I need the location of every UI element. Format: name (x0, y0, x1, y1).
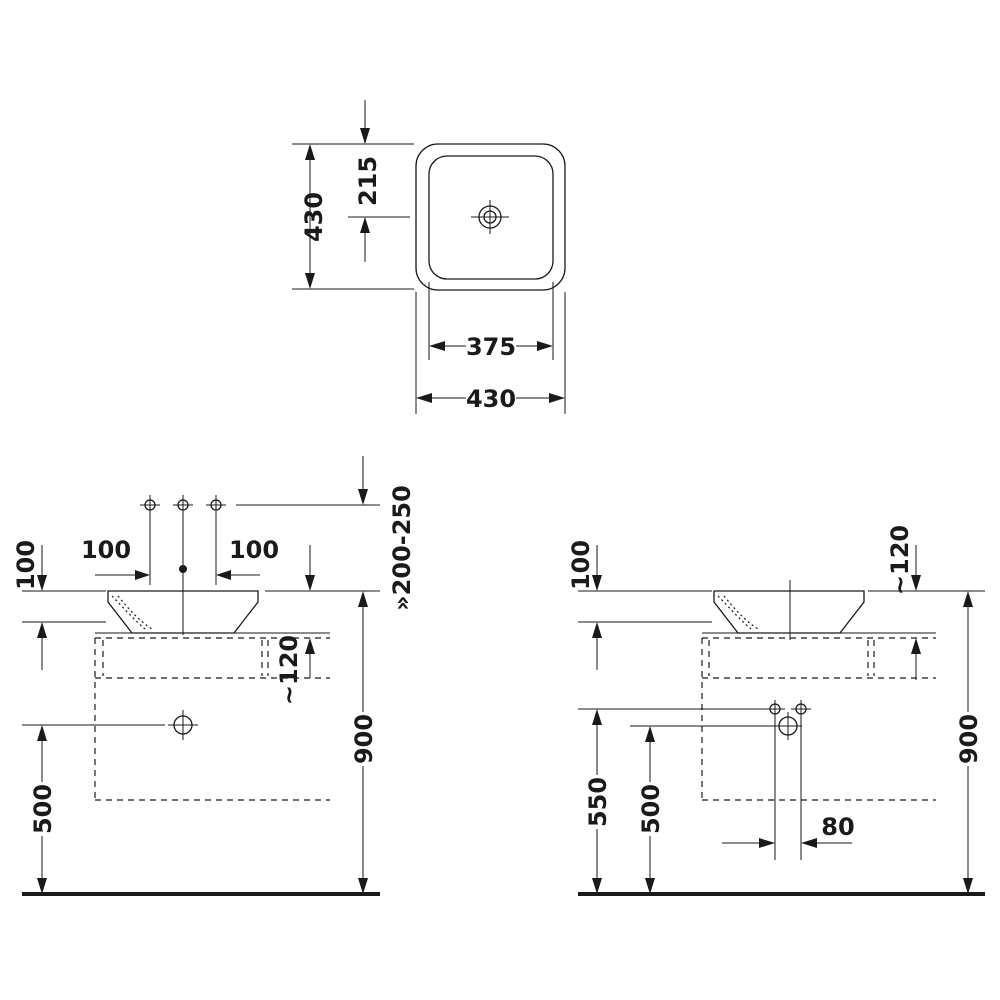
dim-drain-215: 215 (354, 100, 382, 262)
dim-label-outer-width: 430 (466, 385, 516, 413)
dim-rim-offset-left: 100 (12, 540, 47, 670)
dim-label-cabinet-left: ~120 (275, 635, 303, 705)
dim-total-height-right: 900 (955, 591, 983, 894)
dim-label-tap-height: »200-250 (388, 485, 416, 611)
dim-tap-height: »200-250 (236, 456, 416, 611)
cabinet-outline-left (94, 637, 330, 801)
dim-label-height: 430 (300, 192, 328, 242)
dim-label-rim-left: 100 (12, 540, 40, 590)
supply-symbol-right (791, 700, 811, 860)
dim-label-drain: 215 (354, 156, 382, 206)
waste-symbol-right (774, 712, 802, 740)
tap-symbol-left (140, 495, 160, 585)
tap-symbol-center (173, 495, 193, 635)
dim-waste-height-right: 500 (636, 726, 665, 894)
dim-tap-spacing-right: 100 (216, 536, 279, 580)
dim-cabinet-left: ~120 (275, 545, 315, 705)
dim-label-tap-left: 100 (81, 536, 131, 564)
dim-label-total-left: 900 (350, 714, 378, 764)
dim-width-375: 375 (429, 333, 553, 361)
dim-label-supply-spacing: 80 (821, 813, 854, 841)
front-view-right: 100 550 500 80 (567, 525, 985, 896)
basin-inner-edge (428, 155, 554, 280)
dim-waste-height-left: 500 (28, 725, 57, 894)
waste-symbol-left (168, 710, 198, 740)
front-view-left: 100 100 100 500 (12, 456, 416, 896)
cabinet-outline-right (701, 637, 936, 801)
dim-width-430: 430 (416, 385, 565, 413)
dim-height-430: 430 (300, 144, 328, 289)
dim-label-waste-right: 500 (637, 784, 665, 834)
dim-rim-offset-right: 100 (567, 540, 602, 670)
dim-supply-height: 550 (583, 709, 612, 894)
dim-label-inner-width: 375 (466, 333, 516, 361)
dim-total-height-left: 900 (350, 591, 378, 894)
basin-section-right (713, 580, 865, 640)
dim-cabinet-right: ~120 (886, 525, 921, 680)
top-view: 430 215 375 430 (292, 100, 566, 414)
dim-supply-spacing: 80 (722, 813, 855, 848)
dim-label-supply-height: 550 (584, 777, 612, 827)
drain-symbol (471, 200, 509, 234)
dim-label-cabinet-right: ~120 (886, 525, 914, 595)
dim-tap-spacing-left: 100 (81, 536, 150, 580)
supply-symbol-left (765, 700, 785, 860)
basin-outline (415, 143, 566, 291)
dim-label-waste-left: 500 (29, 784, 57, 834)
dim-label-total-right: 900 (955, 714, 983, 764)
dim-label-tap-right: 100 (229, 536, 279, 564)
dim-label-rim-right: 100 (567, 540, 595, 590)
tap-symbol-right (206, 495, 226, 585)
